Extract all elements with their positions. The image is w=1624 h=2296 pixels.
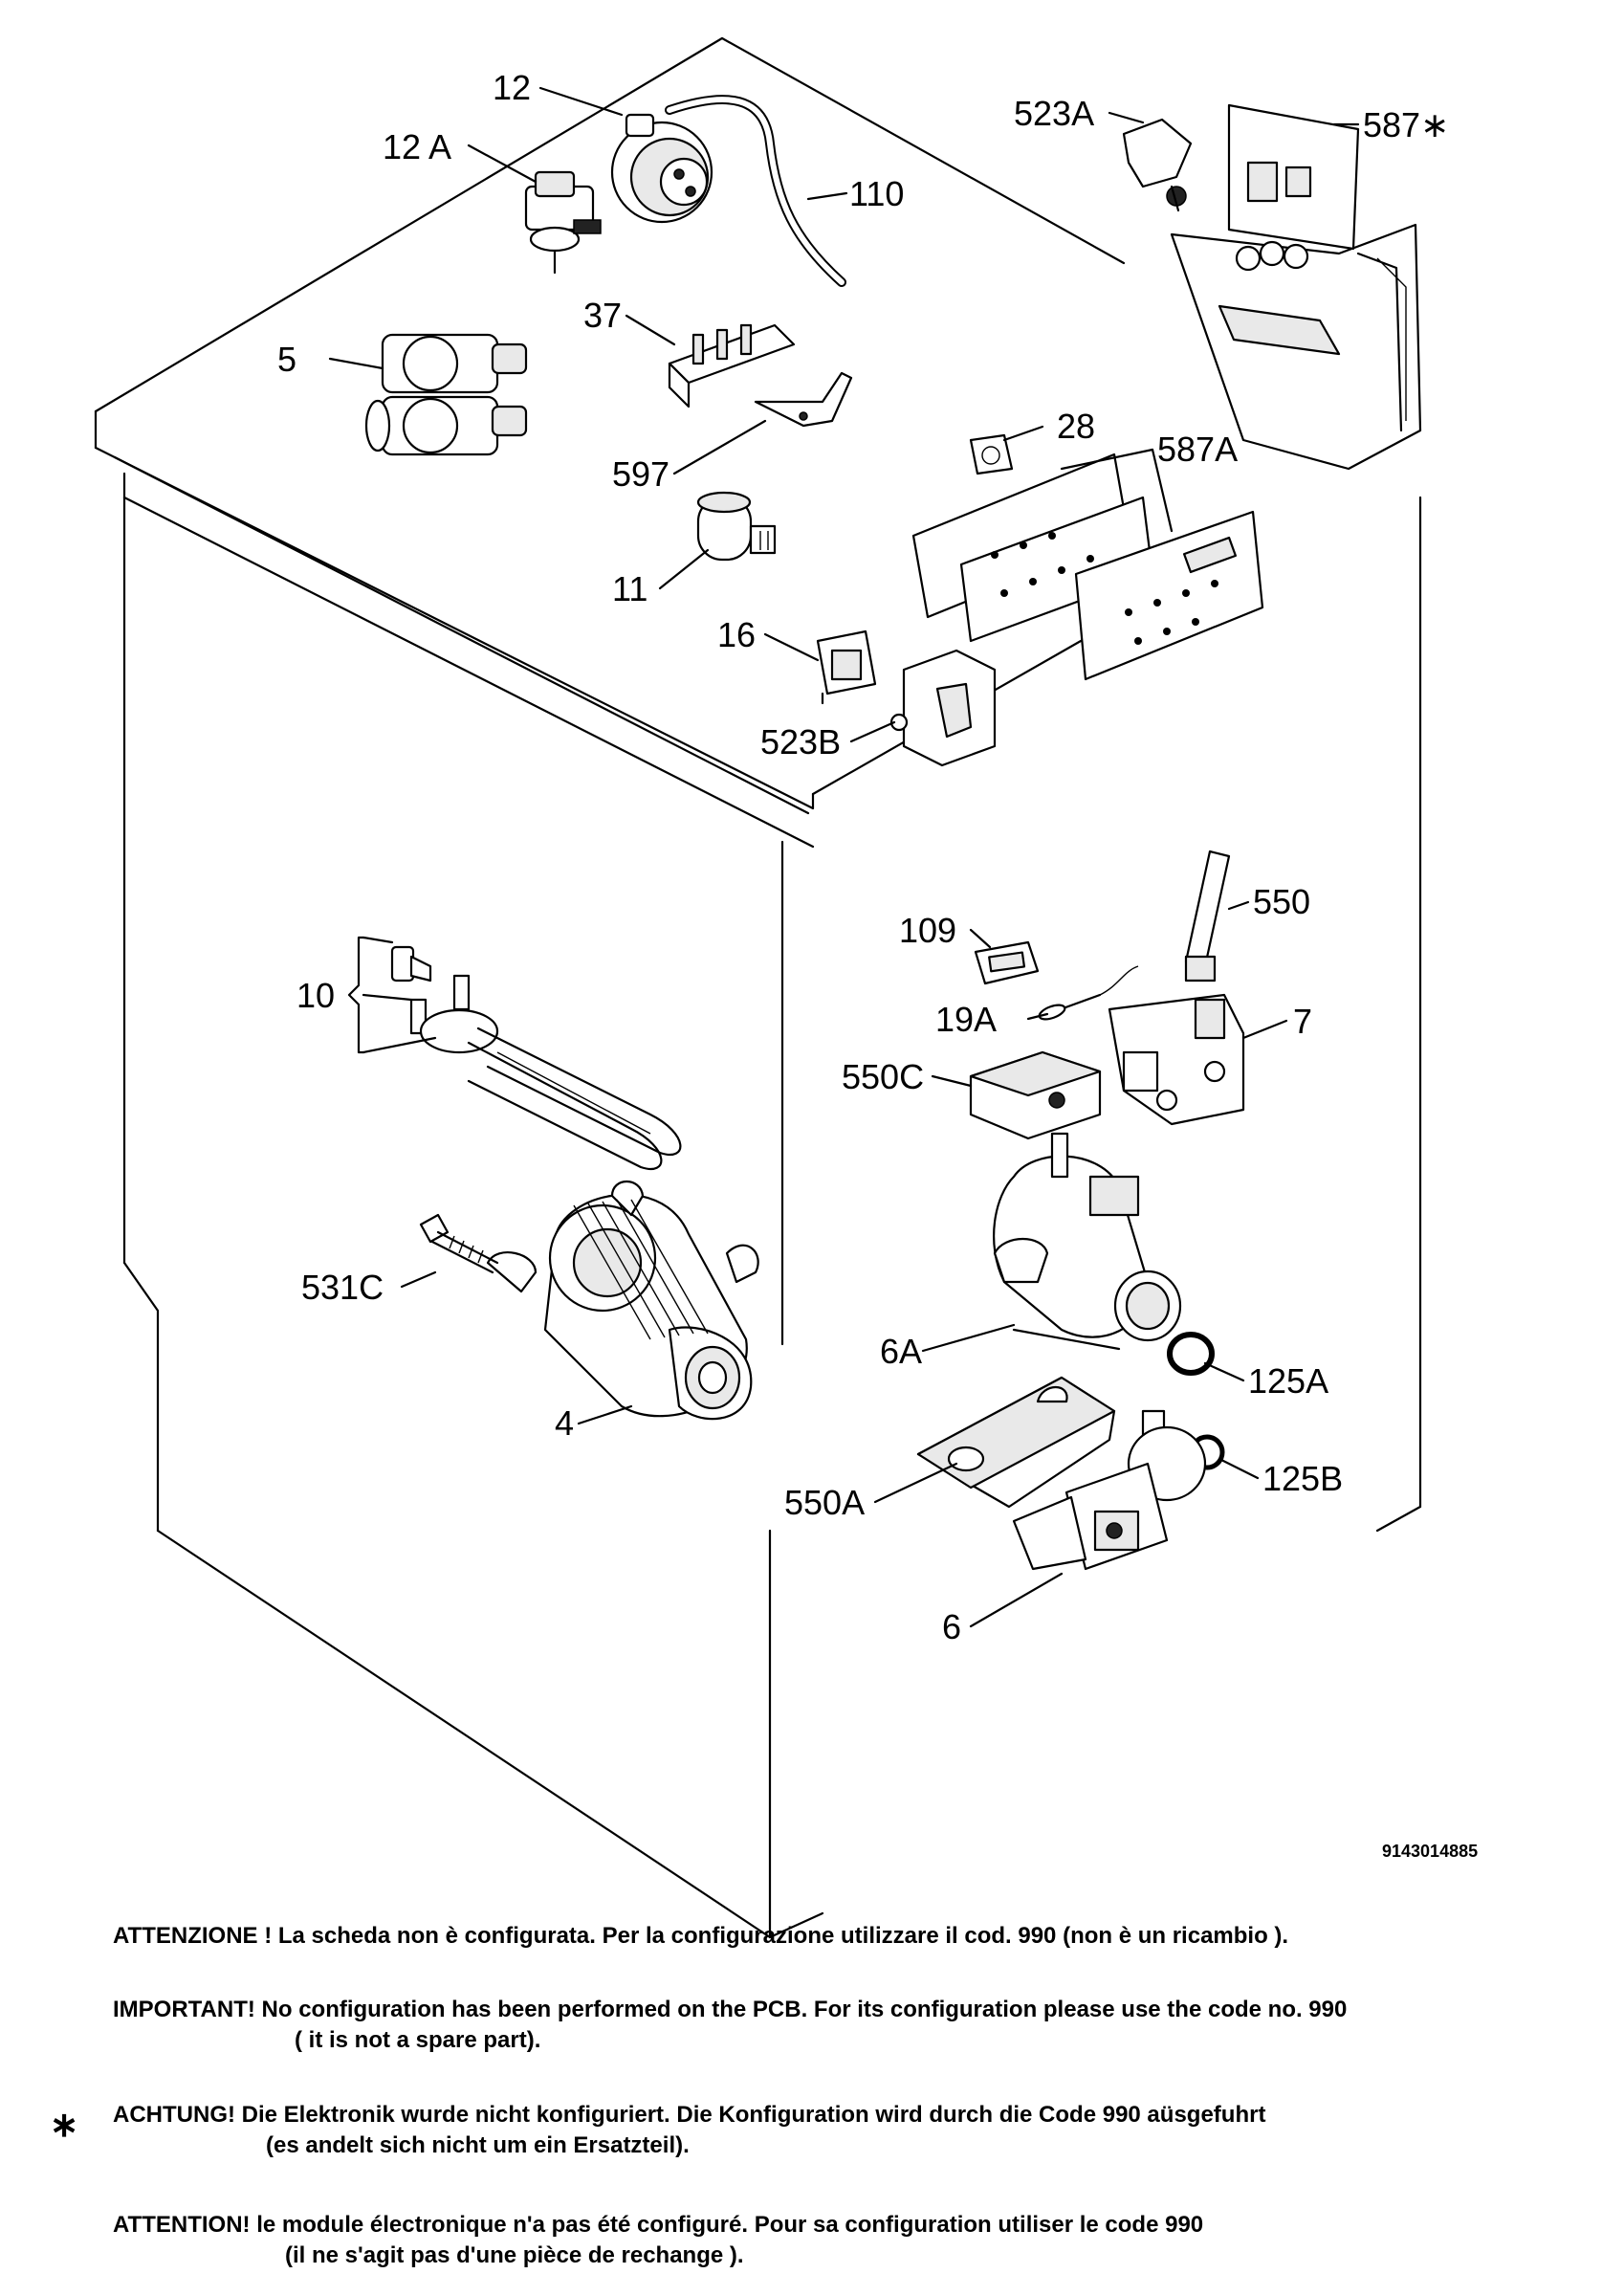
note-de-line1: ACHTUNG! Die Elektronik wurde nicht konf… — [113, 2102, 1266, 2128]
note-it-line1: ATTENZIONE ! La scheda non è configurata… — [113, 1923, 1289, 1949]
label-550a: 550A — [784, 1483, 865, 1522]
label-16: 16 — [717, 615, 756, 654]
label-587a: 587A — [1157, 430, 1238, 469]
label-12a: 12 A — [383, 127, 451, 166]
label-37: 37 — [583, 296, 622, 335]
label-110: 110 — [849, 174, 904, 213]
note-italian: ATTENZIONE ! La scheda non è configurata… — [113, 1921, 1288, 1952]
part-7-door-lock — [1108, 993, 1245, 1126]
label-550c: 550C — [842, 1057, 924, 1096]
part-531c-bolt — [419, 1213, 499, 1274]
note-english: IMPORTANT! No configuration has been per… — [113, 1995, 1347, 2056]
part-523a-connector — [1122, 118, 1193, 212]
label-4: 4 — [555, 1403, 574, 1443]
part-12a-sensor — [524, 170, 602, 275]
part-110-hose — [665, 95, 846, 287]
part-597-clip — [754, 371, 853, 428]
label-10: 10 — [296, 976, 335, 1015]
label-109: 109 — [899, 911, 956, 950]
part-16-switch — [816, 629, 877, 705]
part-587-main-module — [1170, 103, 1422, 471]
label-6a: 6A — [880, 1332, 922, 1371]
drawing-number: 9143014885 — [1382, 1842, 1479, 1861]
label-11: 11 — [612, 569, 647, 608]
part-4-motor — [486, 1181, 759, 1421]
part-523b-cover — [889, 649, 997, 767]
part-labels: 12 12 A 110 5 37 597 11 16 523B 28 587A … — [277, 68, 1449, 1646]
part-125a-ring — [1167, 1332, 1215, 1376]
part-28-plate — [969, 433, 1014, 475]
note-french: ATTENTION! le module électronique n'a pa… — [113, 2210, 1203, 2271]
label-531c: 531C — [301, 1268, 384, 1307]
note-fr-line1: ATTENTION! le module électronique n'a pa… — [113, 2212, 1204, 2238]
note-de-line2: (es andelt sich nicht um ein Ersatzteil)… — [266, 2132, 690, 2158]
part-10-heater — [390, 945, 682, 1170]
leader-lines — [328, 86, 1360, 1628]
label-587-star: 587∗ — [1363, 105, 1449, 144]
part-550a-cover — [916, 1376, 1116, 1509]
label-550: 550 — [1253, 882, 1310, 921]
note-fr-line2: (il ne s'agit pas d'une pièce de rechang… — [285, 2242, 744, 2268]
label-125a: 125A — [1248, 1361, 1328, 1401]
note-en-line1: IMPORTANT! No configuration has been per… — [113, 1997, 1348, 2022]
part-19a-sensor — [1038, 965, 1139, 1021]
asterisk-mark: ∗ — [50, 2105, 79, 2144]
note-german: ACHTUNG! Die Elektronik wurde nicht konf… — [113, 2100, 1265, 2161]
part-6-drain-pump — [1012, 1409, 1207, 1571]
part-587a-control-boards — [911, 453, 1264, 681]
part-6a-pump-housing — [993, 1132, 1182, 1351]
label-125b: 125B — [1262, 1459, 1343, 1498]
part-12-pressure-switch — [610, 113, 713, 224]
part-109-holder — [974, 940, 1040, 985]
label-523a: 523A — [1014, 94, 1094, 133]
label-19a: 19A — [935, 1000, 997, 1039]
note-en-line2: ( it is not a spare part). — [295, 2027, 541, 2053]
label-7: 7 — [1293, 1002, 1312, 1041]
part-37-connector — [668, 323, 796, 408]
label-28: 28 — [1057, 407, 1095, 446]
part-550-lever — [1184, 850, 1231, 982]
label-5: 5 — [277, 340, 296, 379]
label-523b: 523B — [760, 722, 841, 762]
label-597: 597 — [612, 454, 669, 494]
part-11-capacitor — [696, 491, 777, 562]
part-550c-block — [969, 1050, 1102, 1140]
part-5-inlet-valve — [364, 333, 528, 456]
label-12: 12 — [493, 68, 531, 107]
label-6: 6 — [942, 1607, 961, 1646]
